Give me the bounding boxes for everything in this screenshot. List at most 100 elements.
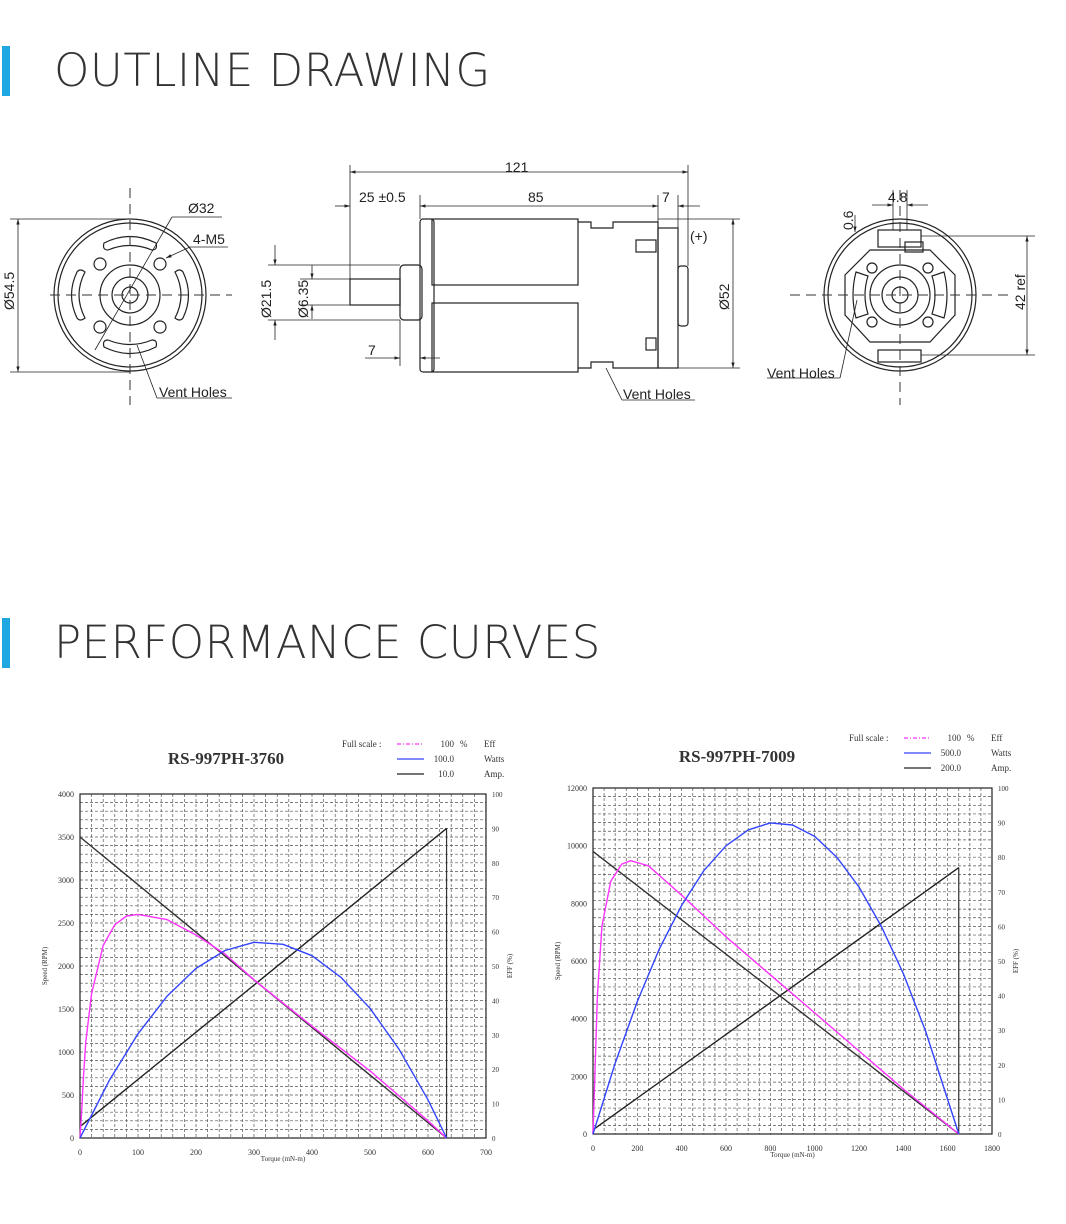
dim-boss-diameter: Ø21.5	[258, 280, 274, 318]
y2-tick-label: 30	[492, 1032, 500, 1040]
x-tick-label: 700	[480, 1148, 492, 1157]
vent-holes-label: Vent Holes	[623, 386, 691, 402]
y2-tick-label: 80	[492, 860, 500, 868]
y2-tick-label: 50	[492, 963, 500, 971]
y2-tick-label: 0	[492, 1135, 496, 1143]
x-tick-label: 1000	[807, 1144, 823, 1153]
y-tick-label: 2500	[58, 919, 74, 928]
series-eff-line	[79, 913, 448, 1139]
y2-tick-label: 60	[998, 923, 1006, 931]
y-tick-label: 1500	[58, 1005, 74, 1014]
chart-title: RS-997PH-3760	[168, 749, 284, 768]
x-tick-label: 100	[132, 1148, 144, 1157]
legend-value: 10.0	[438, 769, 454, 779]
y2-tick-label: 20	[998, 1062, 1006, 1070]
y-tick-label: 2000	[58, 962, 74, 971]
legend-name: Eff	[484, 739, 495, 749]
series-speed-line	[592, 850, 960, 1135]
x-tick-label: 400	[676, 1144, 688, 1153]
series-watts-line	[592, 822, 960, 1135]
series-amp-line	[79, 827, 448, 1128]
side-view: 121 25 ±0.5 85 7 7 (+) Ø21.5 Ø6.35 Ø52 V…	[258, 159, 740, 402]
legend-unit: %	[460, 739, 468, 749]
dim-bolt-circle: Ø32	[188, 200, 215, 216]
section-accent-bar	[2, 618, 10, 668]
dim-thread: 4-M5	[193, 231, 225, 247]
y2-tick-label: 20	[492, 1066, 500, 1074]
x-tick-label: 0	[591, 1144, 595, 1153]
dim-body-length: 85	[528, 189, 544, 205]
legend-value: 500.0	[941, 748, 962, 758]
legend-name: Watts	[991, 748, 1012, 758]
x-tick-label: 500	[364, 1148, 376, 1157]
x-axis-label: Torque (mN-m)	[770, 1151, 815, 1159]
x-tick-label: 300	[248, 1148, 260, 1157]
y2-tick-label: 50	[998, 958, 1006, 966]
y2-tick-label: 10	[492, 1101, 500, 1109]
dim-terminal-width: 4.8	[888, 189, 908, 205]
y2-axis-label: EFF (%)	[506, 953, 514, 978]
y2-tick-label: 90	[492, 825, 500, 833]
x-axis-label: Torque (mN-m)	[261, 1155, 306, 1163]
performance-curves-heading: PERFORMANCE CURVES	[54, 616, 601, 669]
legend-value: 100	[441, 739, 455, 749]
dim-gap: 0.6	[840, 210, 856, 230]
y-tick-label: 4000	[58, 790, 74, 799]
y2-tick-label: 90	[998, 820, 1006, 828]
front-view: Ø54.5 Ø32 4-M5 Vent Holes	[1, 188, 232, 405]
y2-tick-label: 30	[998, 1027, 1006, 1035]
series-eff-line	[592, 860, 960, 1135]
y-tick-label: 3000	[58, 876, 74, 885]
chart-title: RS-997PH-7009	[679, 747, 795, 766]
y-tick-label: 4000	[571, 1015, 587, 1024]
dim-outer-diameter: Ø54.5	[1, 272, 17, 310]
y2-tick-label: 70	[492, 894, 500, 902]
x-tick-label: 0	[78, 1148, 82, 1157]
x-tick-label: 400	[306, 1148, 318, 1157]
y-axis-label: Speed (RPM)	[41, 946, 49, 985]
y-tick-label: 10000	[567, 842, 587, 851]
y2-tick-label: 80	[998, 854, 1006, 862]
dim-overall-length: 121	[505, 159, 529, 175]
plot-frame	[592, 787, 993, 1135]
legend-value: 100.0	[434, 754, 455, 764]
y2-tick-label: 60	[492, 929, 500, 937]
x-tick-label: 600	[422, 1148, 434, 1157]
legend-name: Amp.	[484, 769, 504, 779]
legend-value: 200.0	[941, 763, 962, 773]
legend-value: 100	[948, 733, 962, 743]
vent-holes-label: Vent Holes	[767, 365, 835, 381]
legend-name: Watts	[484, 754, 505, 764]
x-tick-label: 600	[720, 1144, 732, 1153]
polarity-label: (+)	[690, 228, 708, 244]
y-tick-label: 1000	[58, 1048, 74, 1057]
legend-unit: %	[967, 733, 975, 743]
y2-axis-label: EFF (%)	[1012, 948, 1020, 973]
dim-shaft-diameter: Ø6.35	[295, 280, 311, 318]
section-accent-bar	[2, 46, 10, 96]
legend-name: Amp.	[991, 763, 1011, 773]
y-tick-label: 0	[583, 1130, 587, 1139]
x-tick-label: 200	[631, 1144, 643, 1153]
y-tick-label: 2000	[571, 1072, 587, 1081]
series-watts-line	[79, 941, 448, 1139]
rear-view: 4.8 0.6 42 ref Vent Holes	[767, 189, 1035, 405]
plot-frame	[79, 793, 487, 1139]
legend-name: Eff	[991, 733, 1002, 743]
x-tick-label: 1200	[851, 1144, 867, 1153]
y2-tick-label: 70	[998, 889, 1006, 897]
y2-tick-label: 100	[998, 785, 1009, 793]
y-axis-label: Speed (RPM)	[554, 941, 562, 980]
x-tick-label: 1600	[940, 1144, 956, 1153]
dim-boss-length: 7	[368, 342, 376, 358]
dim-shaft-length: 25 ±0.5	[359, 189, 406, 205]
vent-holes-label: Vent Holes	[159, 384, 227, 400]
legend-header: Full scale :	[849, 733, 889, 743]
y-tick-label: 500	[62, 1091, 74, 1100]
y-tick-label: 0	[70, 1134, 74, 1143]
y2-tick-label: 40	[998, 993, 1006, 1001]
x-tick-label: 200	[190, 1148, 202, 1157]
x-tick-label: 800	[764, 1144, 776, 1153]
outline-drawing-heading: OUTLINE DRAWING	[54, 44, 491, 97]
